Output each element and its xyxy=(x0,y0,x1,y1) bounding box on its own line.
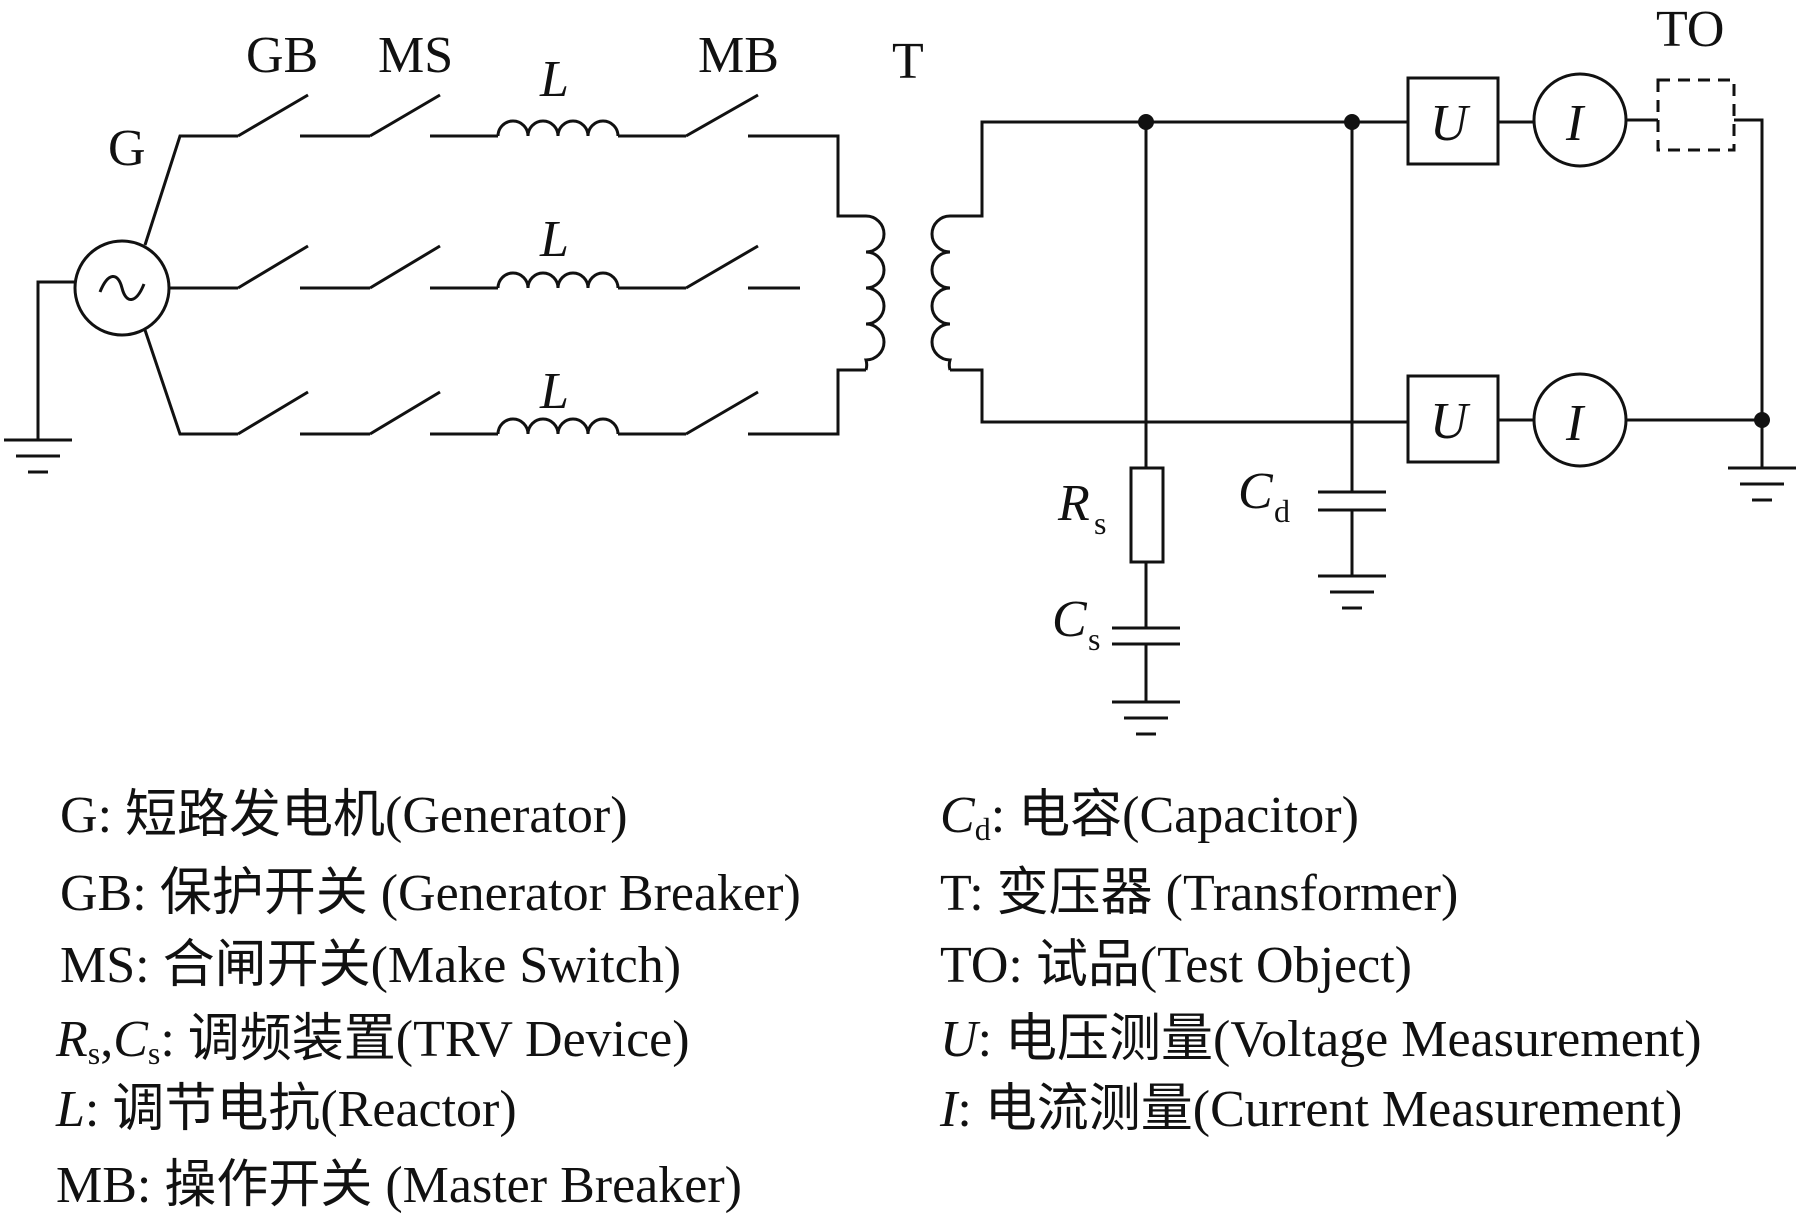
bottom-measurement: U I xyxy=(1406,372,1796,502)
transformer-label: T xyxy=(892,33,924,90)
make-switch: MS xyxy=(369,27,453,436)
generator-breaker: GB xyxy=(237,27,318,436)
phase-wires xyxy=(143,134,238,436)
generator-label: G xyxy=(108,120,146,177)
reactors: L L L xyxy=(430,51,686,436)
cs-subscript: s xyxy=(1088,621,1100,657)
master-breaker: MB xyxy=(685,27,866,436)
voltage-label-top: U xyxy=(1430,95,1471,152)
cd-label: C xyxy=(1238,463,1274,520)
current-label-top: I xyxy=(1565,95,1586,152)
capacitor-d: C d xyxy=(1238,114,1386,610)
mb-label: MB xyxy=(698,27,779,84)
voltage-label-bottom: U xyxy=(1430,393,1471,450)
reactor-label-1: L xyxy=(539,51,569,108)
current-label-bottom: I xyxy=(1565,395,1586,452)
cs-label: C xyxy=(1052,591,1088,648)
to-label: TO xyxy=(1656,1,1724,58)
generator-ground xyxy=(4,280,75,474)
rs-subscript: s xyxy=(1094,505,1106,541)
cd-subscript: d xyxy=(1274,493,1290,529)
reactor-label-2: L xyxy=(539,211,569,268)
gb-label: GB xyxy=(246,27,318,84)
ms-label: MS xyxy=(378,27,453,84)
generator: G xyxy=(73,120,171,337)
trv-device: R s C s xyxy=(1052,114,1180,736)
interconnect-wires xyxy=(300,134,370,436)
reactor-label-3: L xyxy=(539,363,569,420)
rs-label: R xyxy=(1057,475,1090,532)
top-measurement: U I TO xyxy=(1406,1,1764,420)
transformer: T xyxy=(864,33,1408,424)
